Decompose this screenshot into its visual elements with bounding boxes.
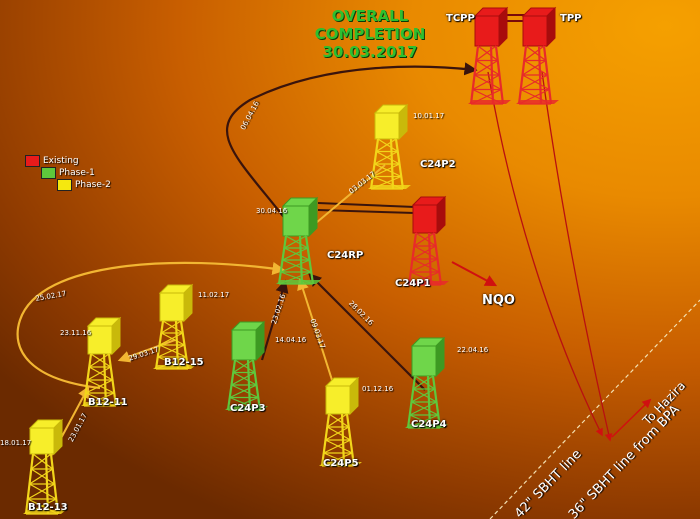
legend-item-phase1: Phase-1 [41, 167, 95, 179]
title-date: 30.03.2017 [322, 43, 418, 61]
date-c24p2: 10.01.17 [413, 112, 445, 120]
nqo-arrow [451, 261, 498, 287]
pipeline-b11-rp [16, 261, 286, 390]
platform-c24p1 [406, 195, 449, 286]
pipeline-p4-rp [308, 273, 426, 391]
title-line-2: COMPLETION [314, 25, 426, 43]
platform-b12-15 [153, 283, 196, 370]
date-c24p4: 22.04.16 [457, 346, 489, 354]
bridge-rp-p1-2 [317, 209, 416, 214]
bridge-rp-p1 [317, 202, 416, 208]
platform-tpp [516, 6, 559, 105]
legend-swatch-phase2 [57, 179, 72, 191]
coastline [489, 299, 700, 519]
platform-label-c24rp: C24RP [327, 250, 364, 261]
legend-label-existing: Existing [43, 156, 79, 166]
legend-swatch-phase1 [41, 167, 56, 179]
platform-label-c24p3: C24P3 [230, 403, 266, 414]
platform-label-b12-15: B12-15 [164, 357, 204, 368]
title-line-1: OVERALL [331, 7, 409, 25]
platform-b12-11 [81, 316, 124, 407]
date-b12-11: 23.11.16 [60, 329, 92, 337]
platform-label-c24p4: C24P4 [411, 419, 447, 430]
legend-item-phase2: Phase-2 [57, 179, 111, 191]
platform-label-tpp: TPP [560, 13, 582, 24]
date-c24p5: 01.12.16 [362, 385, 394, 393]
sbht-line-42 [487, 71, 603, 437]
sbht-line-36 [541, 71, 613, 442]
completion-title: OVERALL COMPLETION 30.03.2017 [300, 7, 440, 61]
legend-label-phase2: Phase-2 [75, 180, 111, 190]
platform-label-b12-13: B12-13 [28, 502, 68, 513]
platform-c24p2 [368, 103, 411, 190]
platform-c24rp [276, 196, 321, 285]
pipeline-b15-b11 [117, 339, 176, 363]
platform-label-b12-11: B12-11 [88, 397, 128, 408]
hazira-arrow [611, 398, 652, 438]
date-b12-15: 11.02.17 [198, 291, 230, 299]
platform-c24p4 [405, 336, 448, 429]
pipeline-rp-tcpp [226, 62, 478, 226]
platform-label-c24p2: C24P2 [420, 159, 456, 170]
legend-item-existing: Existing [25, 155, 79, 167]
date-c24p3: 14.04.16 [275, 336, 307, 344]
platform-c24p5 [319, 376, 362, 467]
legend-label-phase1: Phase-1 [59, 168, 95, 178]
platform-label-c24p5: C24P5 [323, 458, 359, 469]
pipeline-p3-rp [260, 279, 289, 361]
platform-tcpp [468, 6, 511, 105]
date-c24rp: 30.04.16 [256, 207, 288, 215]
platform-c24p3 [225, 320, 268, 411]
legend-swatch-existing [25, 155, 40, 167]
date-b12-13: 18.01.17 [0, 439, 32, 447]
platform-label-c24p1: C24P1 [395, 278, 431, 289]
platform-label-tcpp: TCPP [446, 13, 475, 24]
nqo-label: NQO [482, 293, 515, 308]
platform-b12-13 [23, 418, 66, 515]
